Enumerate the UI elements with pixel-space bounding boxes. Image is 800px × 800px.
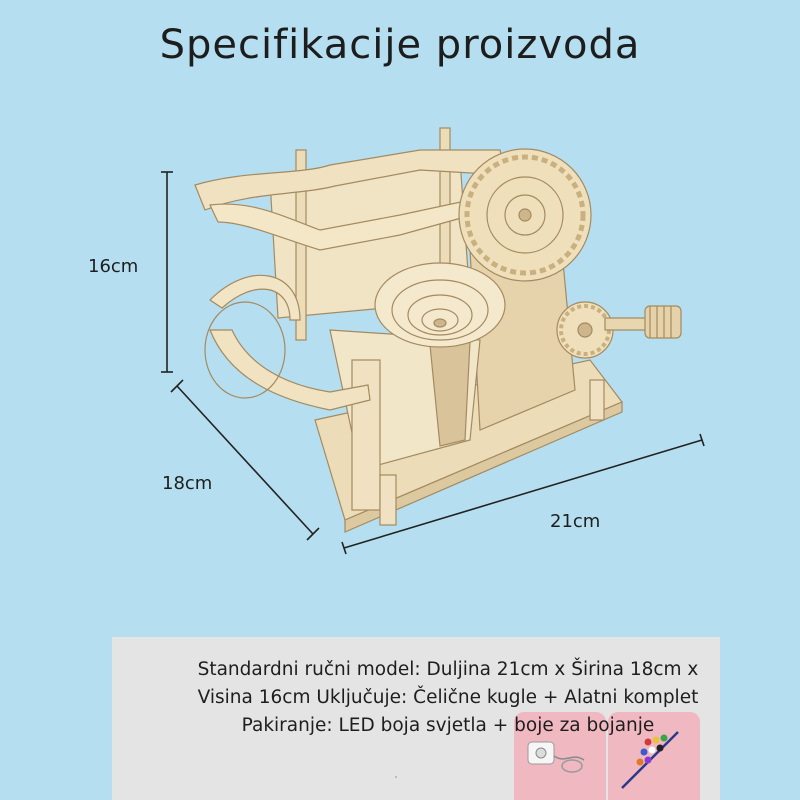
depth-label: 18cm [162, 473, 213, 494]
height-dimension-line [161, 171, 173, 373]
led-light-thumbnail [514, 712, 606, 800]
decorative-dot [395, 776, 397, 778]
paint-set-thumbnail [608, 712, 700, 800]
led-light-icon [527, 741, 585, 773]
width-dimension-line [341, 433, 705, 555]
paint-set-icon [621, 731, 679, 789]
specs-text: Standardni ručni model: Duljina 21cm x Š… [197, 659, 699, 736]
depth-dimension-line [170, 379, 320, 541]
wooden-marble-run-model-icon [194, 127, 682, 533]
height-label: 16cm [88, 256, 139, 277]
page-title: Specifikacije proizvoda [159, 22, 641, 68]
width-label: 21cm [550, 511, 601, 532]
